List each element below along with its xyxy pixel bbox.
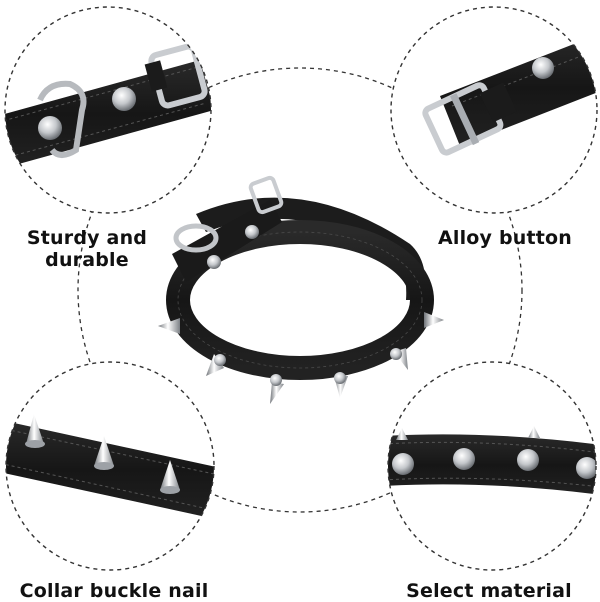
detail-circle-top-left	[4, 6, 212, 214]
caption-line-2: durable	[45, 249, 129, 271]
caption-alloy-button: Alloy button	[437, 227, 573, 249]
caption-line-1: Sturdy and	[26, 227, 148, 249]
caption-select-material: Select material	[406, 580, 572, 602]
detail-circle-top-right	[390, 6, 598, 214]
collar-main	[158, 175, 444, 404]
connector-ring	[77, 67, 523, 513]
caption-collar-buckle-nail: Collar buckle nail	[19, 580, 209, 602]
detail-circle-bottom-left	[5, 361, 215, 571]
detail-circle-bottom-right	[387, 361, 597, 571]
caption-sturdy-durable: Sturdy and durable	[22, 227, 152, 271]
